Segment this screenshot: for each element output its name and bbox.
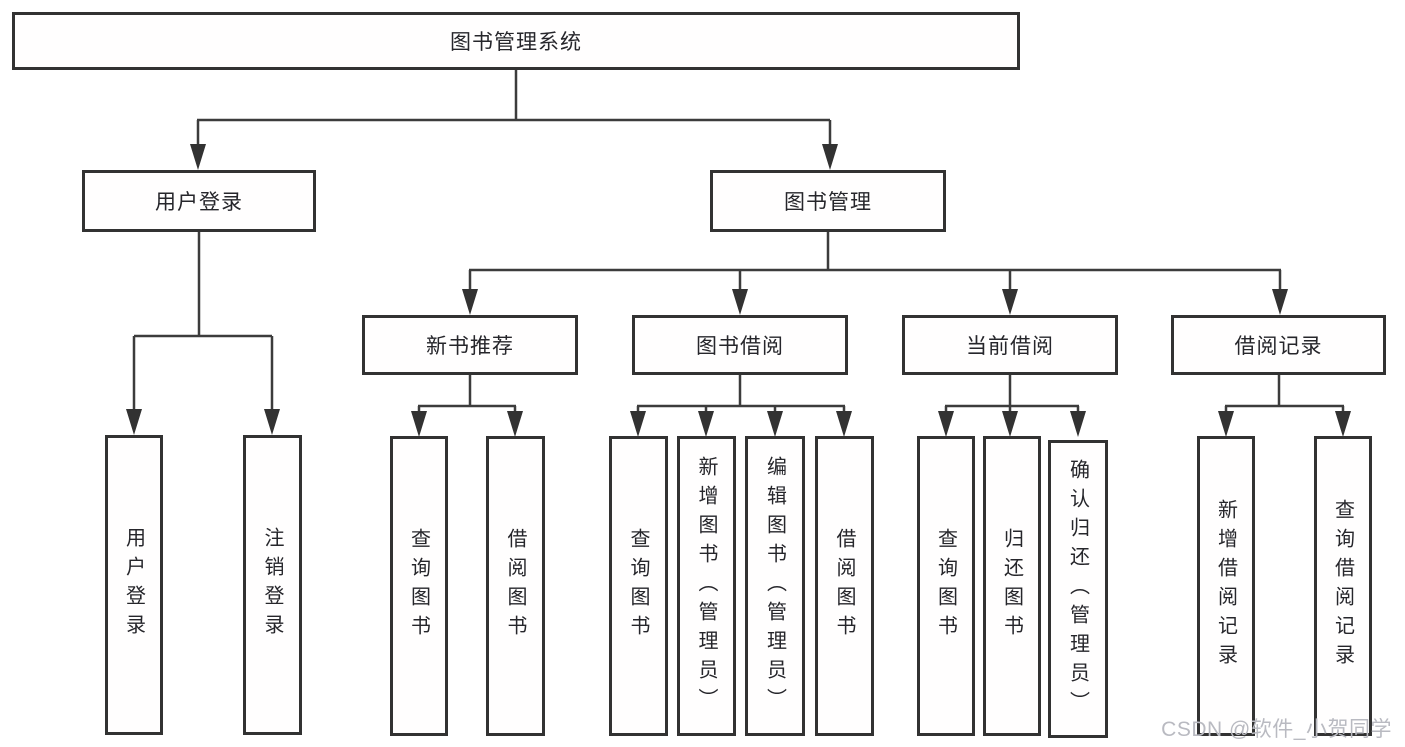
leaf-confirm-return-admin: 确认归还（管理员） (1048, 440, 1108, 738)
node-label: 查询图书 (934, 528, 957, 644)
leaf-borrow-books: 借阅图书 (815, 436, 874, 736)
leaf-query-books-recommend: 查询图书 (390, 436, 448, 736)
arrowheads (126, 144, 1351, 437)
csdn-watermark: CSDN @软件_小贺同学 (1161, 718, 1392, 741)
leaf-edit-book-admin: 编辑图书（管理员） (745, 436, 805, 736)
node-user-login: 用户登录 (82, 170, 316, 232)
node-label: 用户登录 (155, 191, 243, 214)
leaf-user-login: 用户登录 (105, 435, 163, 735)
node-label: 图书管理系统 (450, 31, 582, 54)
node-label: 用户登录 (122, 527, 145, 643)
node-label: 图书管理 (784, 191, 872, 214)
node-label: 当前借阅 (966, 335, 1054, 358)
node-book-borrowing: 图书借阅 (632, 315, 848, 375)
node-book-management: 图书管理 (710, 170, 946, 232)
node-label: 图书借阅 (696, 335, 784, 358)
leaf-add-borrow-record: 新增借阅记录 (1197, 436, 1255, 736)
tree-connector-lines (132, 70, 1345, 431)
leaf-query-books-current: 查询图书 (917, 436, 975, 736)
node-label: 借阅图书 (833, 528, 855, 644)
node-label: 查询图书 (407, 528, 430, 644)
node-new-book-recommendation: 新书推荐 (362, 315, 578, 375)
node-label: 新增图书（管理员） (695, 455, 717, 717)
node-label: 借阅记录 (1234, 335, 1323, 358)
leaf-query-borrow-record: 查询借阅记录 (1314, 436, 1372, 736)
node-label: 新书推荐 (426, 335, 514, 358)
node-label: 注销登录 (261, 527, 283, 643)
leaf-add-book-admin: 新增图书（管理员） (677, 436, 736, 736)
node-label: 新增借阅记录 (1214, 499, 1237, 673)
node-library-management-system: 图书管理系统 (12, 12, 1020, 70)
leaf-borrow-books-recommend: 借阅图书 (486, 436, 545, 736)
node-label: 归还图书 (1000, 528, 1023, 644)
leaf-return-books: 归还图书 (983, 436, 1041, 736)
node-label: 编辑图书（管理员） (763, 455, 786, 717)
leaf-logout: 注销登录 (243, 435, 302, 735)
node-label: 查询借阅记录 (1331, 499, 1354, 673)
node-label: 确认归还（管理员） (1066, 458, 1089, 720)
node-current-borrowing: 当前借阅 (902, 315, 1118, 375)
node-label: 查询图书 (627, 528, 649, 644)
node-label: 借阅图书 (504, 528, 526, 644)
node-borrowing-records: 借阅记录 (1171, 315, 1386, 375)
leaf-query-books-borrow: 查询图书 (609, 436, 668, 736)
